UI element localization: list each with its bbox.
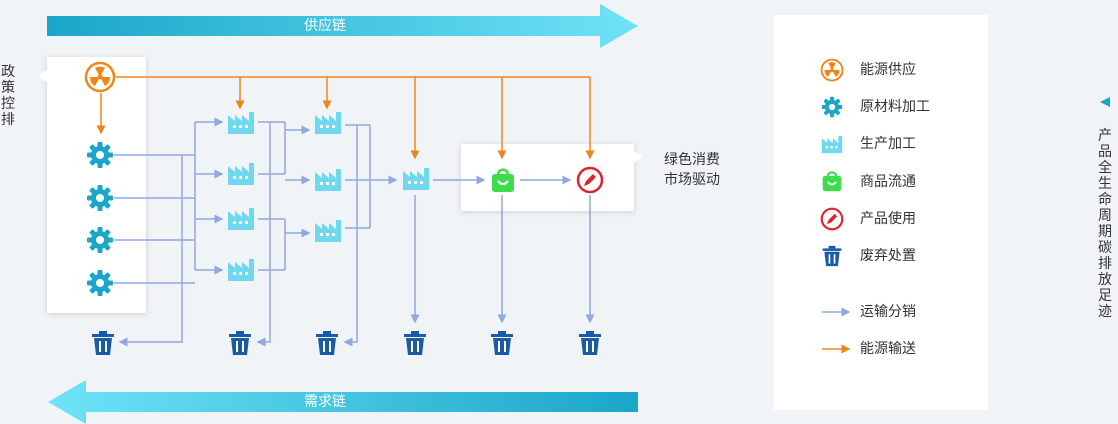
trash-icon <box>229 331 251 355</box>
gear-icon <box>87 185 113 211</box>
factory-icon <box>315 169 341 191</box>
transport-lines <box>114 117 595 347</box>
factory-icon <box>228 112 254 134</box>
legend-label-raw-material: 原材料加工 <box>860 99 930 115</box>
factory-icon <box>403 168 429 190</box>
supply-chain-label: 供应链 <box>304 18 346 34</box>
legend-label-production: 生产加工 <box>860 136 916 152</box>
policy-text: 政策控排 <box>1 64 15 128</box>
lifecycle-text: 产品全生命周期碳排放足迹 <box>1098 128 1112 320</box>
factory-icon <box>228 208 254 230</box>
market-text-line1: 绿色消费 <box>664 152 720 168</box>
trash-icon <box>404 331 426 355</box>
legend-label-product-use: 产品使用 <box>860 211 916 227</box>
policy-panel <box>38 57 146 313</box>
factory-icon <box>228 163 254 185</box>
demand-chain-label: 需求链 <box>304 394 346 410</box>
demand-chain-arrow <box>48 380 638 424</box>
legend-gear-icon <box>821 96 843 118</box>
legend-label-energy-transport: 能源输送 <box>860 341 916 357</box>
factory-icon <box>315 112 341 134</box>
legend-label-disposal: 废弃处置 <box>860 248 916 264</box>
gear-icon <box>87 142 113 168</box>
trash-icon <box>316 331 338 355</box>
legend-label-transport: 运输分销 <box>860 304 916 320</box>
legend-energy-supply-icon <box>820 58 844 82</box>
supply-chain-arrow <box>47 4 638 48</box>
energy-supply-icon <box>84 61 116 93</box>
market-text-line2: 市场驱动 <box>664 172 720 188</box>
legend-label-energy-supply: 能源供应 <box>860 62 916 78</box>
factory-icon <box>315 220 341 242</box>
market-panel <box>461 144 643 211</box>
energy-lines <box>96 76 595 160</box>
legend-pen-icon <box>820 207 844 231</box>
trash-icon <box>491 331 513 355</box>
gear-icon <box>87 227 113 253</box>
trash-icon <box>92 331 114 355</box>
lifecycle-marker-icon <box>1100 97 1110 107</box>
legend-label-circulation: 商品流通 <box>860 174 916 190</box>
pen-icon <box>576 166 604 194</box>
legend-panel <box>774 15 988 410</box>
factory-icon <box>228 259 254 281</box>
trash-icon <box>579 331 601 355</box>
gear-icon <box>87 270 113 296</box>
